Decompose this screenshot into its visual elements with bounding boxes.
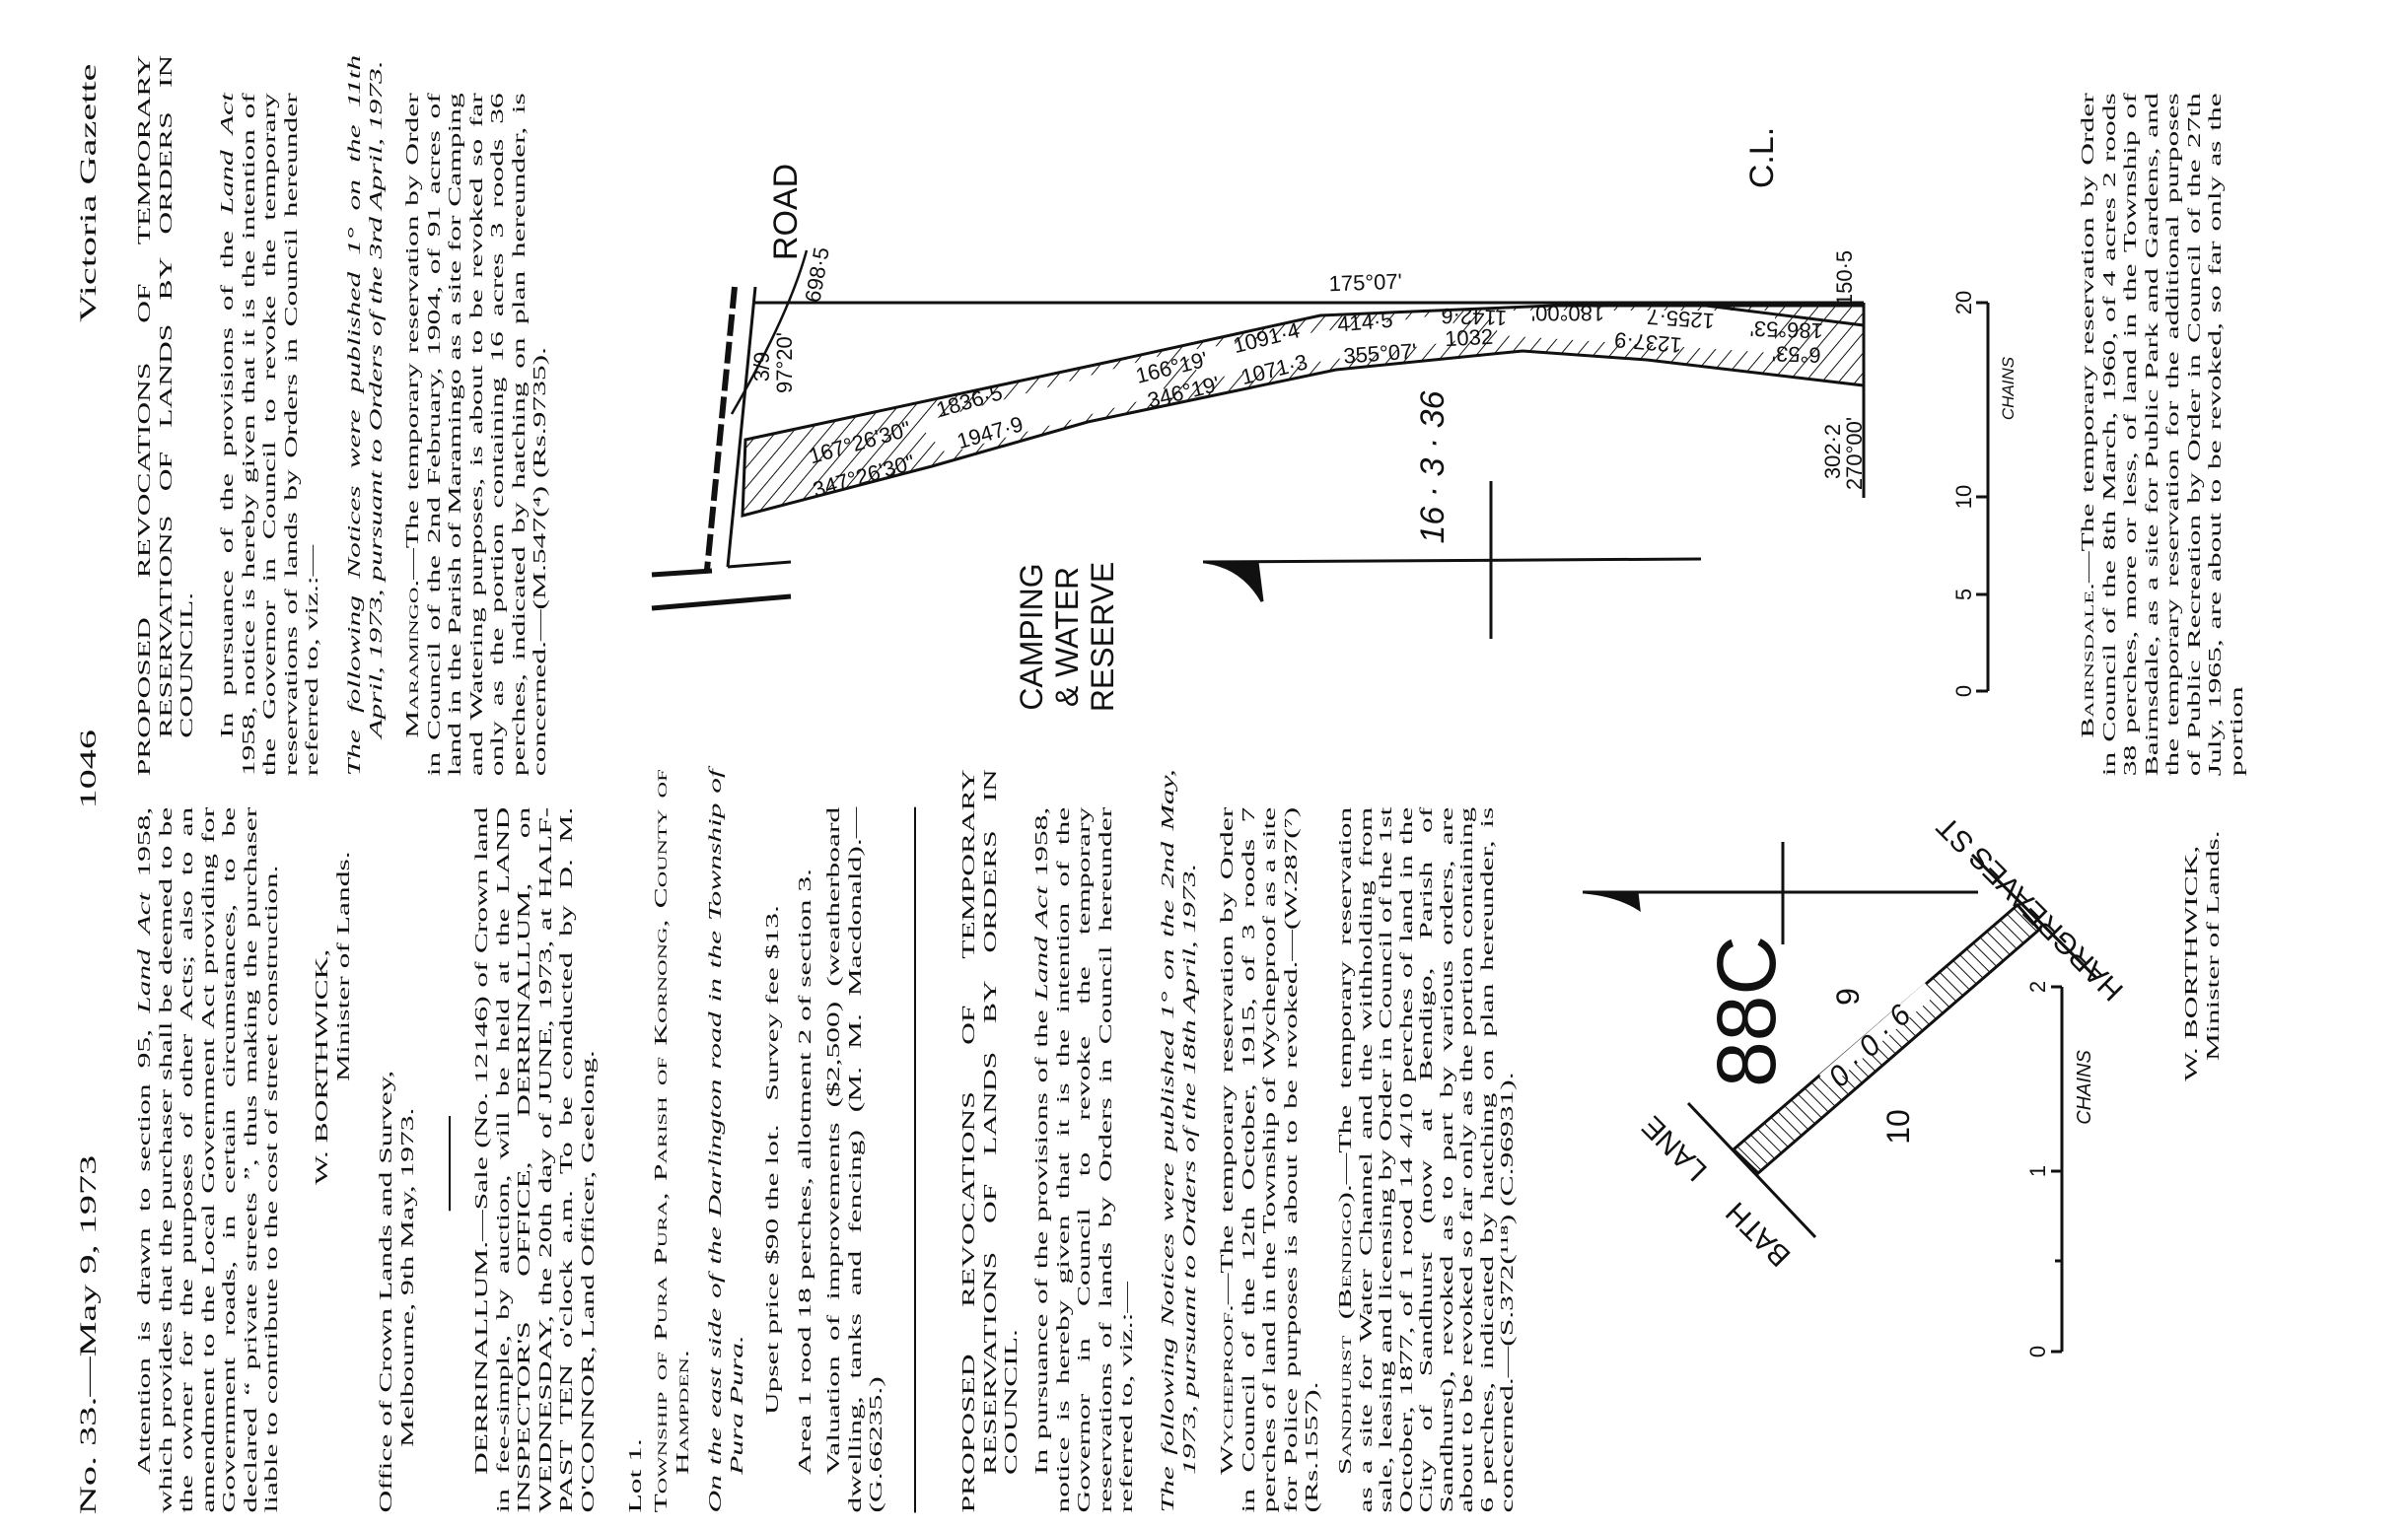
bearing-label: 180°00': [1531, 301, 1604, 325]
road-edge: [651, 568, 713, 578]
bearing-label: 270°00': [1842, 417, 1867, 490]
maramingo-labels: ROAD 698·5 3/9 97°20' 167°26'30" 347°26'…: [749, 127, 2018, 712]
leader-arrow: [730, 249, 809, 415]
reserve-label: & WATER: [1049, 567, 1085, 707]
road-label: ROAD: [767, 164, 805, 260]
bearing-label: 6°53': [1771, 341, 1821, 368]
bath-lane-line: [1686, 1101, 1817, 1239]
allotment-label: 9: [1830, 988, 1866, 1006]
bearing-label: 186°53': [1749, 316, 1823, 344]
scale-tick-label: 5: [1951, 589, 1976, 600]
scale-tick-label: 2: [2025, 981, 2050, 993]
north-arrow-icon: [1204, 560, 1264, 602]
road-angle-label: 97°20': [772, 332, 797, 393]
bearing-label: 175°07': [1328, 269, 1402, 297]
scale-tick-label: 0: [2025, 1346, 2050, 1357]
maramingo-plan: [651, 249, 1990, 693]
street-label: ST: [1931, 809, 1980, 859]
reserve-label: CAMPING: [1014, 563, 1049, 710]
road-length-label: 3/9: [749, 352, 774, 382]
scale-tick-label: 20: [1951, 291, 1976, 314]
north-arrow-line: [1202, 557, 1702, 564]
road-boundary: [726, 286, 757, 568]
north-arrow-icon: [1584, 890, 1641, 912]
road-edge: [727, 560, 792, 569]
scale-tick-label: 0: [1951, 685, 1976, 697]
section-label: 88C: [1700, 936, 1793, 1087]
sandhurst-plan: [1583, 842, 2098, 1354]
scale-tick-label: 1: [2025, 1165, 2050, 1177]
centre-line-label: C.L.: [1743, 127, 1781, 188]
distance-label: 414·5: [1336, 308, 1393, 337]
distance-label: 150·5: [1832, 250, 1857, 306]
reserve-label: RESERVE: [1085, 562, 1120, 712]
road-boundary: [704, 286, 738, 571]
boundary-line: [1705, 304, 1865, 327]
scale-tick-label: 10: [1951, 485, 1976, 509]
scale-unit-label: CHAINS: [1999, 356, 2018, 420]
area-label: 16 · 3 · 36: [1414, 390, 1452, 543]
scale-unit-label: CHAINS: [2074, 1050, 2095, 1125]
bearing-label: 355°07': [1343, 338, 1418, 368]
distance-label: 1255·7: [1646, 305, 1715, 334]
street-label: LANE: [1636, 1109, 1714, 1187]
distance-label: 1237·9: [1613, 327, 1682, 358]
distance-label: 1032: [1445, 324, 1494, 352]
allotment-label: 10: [1880, 1109, 1916, 1145]
distance-label: 1142·6: [1441, 304, 1508, 330]
distance-label: 302·2: [1820, 424, 1845, 479]
hargreaves-st-line: [1970, 853, 2098, 980]
road-edge: [651, 593, 792, 611]
